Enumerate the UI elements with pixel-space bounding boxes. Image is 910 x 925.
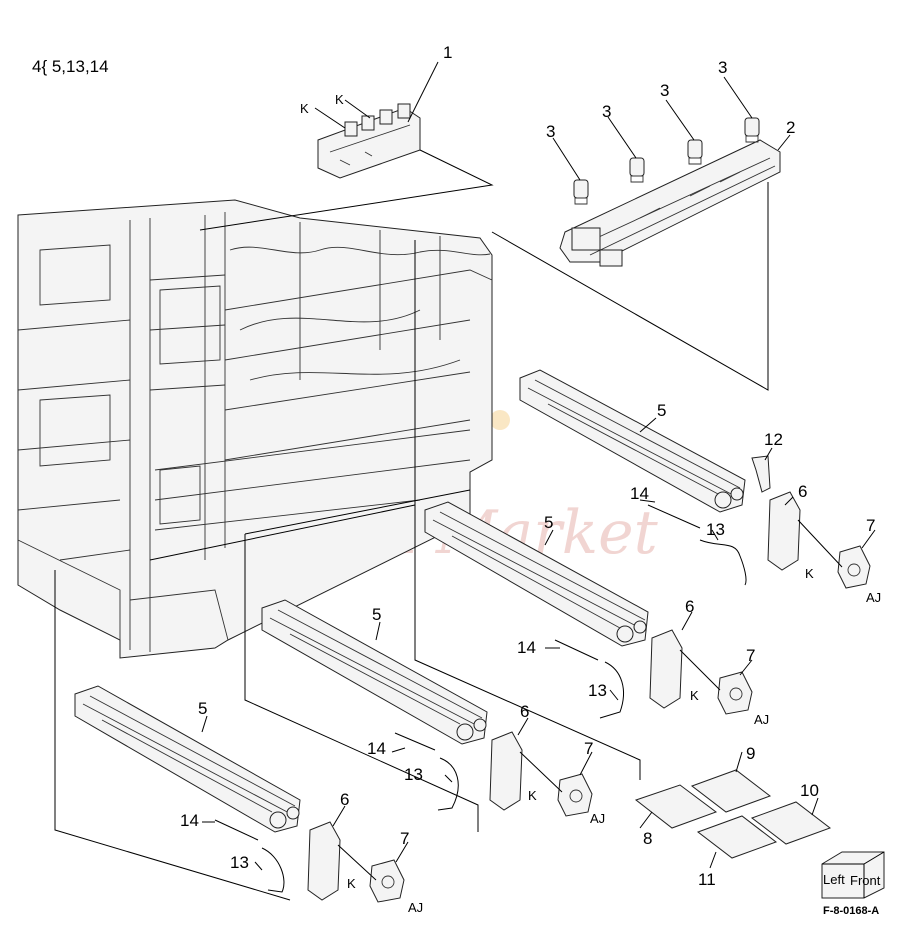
label-k: K (690, 688, 699, 703)
callout-labels: 1 2 3 3 3 3 5 5 5 5 6 6 6 6 7 7 7 7 8 9 … (180, 43, 881, 915)
header-note: 4{ 5,13,14 (32, 57, 109, 76)
callout-7: 7 (746, 646, 755, 665)
part-6-brackets (307, 491, 801, 901)
callout-9: 9 (746, 744, 755, 763)
coupling-3d (744, 117, 760, 143)
developer-unit-4 (74, 685, 301, 833)
callout-1: 1 (443, 43, 452, 62)
part-1-bracket (317, 103, 421, 179)
callout-6: 6 (340, 790, 349, 809)
callout-3: 3 (602, 102, 611, 121)
callout-6: 6 (685, 597, 694, 616)
callout-5: 5 (657, 401, 666, 420)
callout-10: 10 (800, 781, 819, 800)
label-k: K (528, 788, 537, 803)
callout-2: 2 (786, 118, 795, 137)
label-k: K (347, 876, 356, 891)
developer-unit-3 (261, 599, 488, 745)
callout-3: 3 (718, 58, 727, 77)
parts-8-11-packets (634, 769, 832, 859)
callout-5: 5 (198, 699, 207, 718)
callout-6: 6 (798, 482, 807, 501)
callout-6: 6 (520, 702, 529, 721)
part-7-end-caps (369, 545, 871, 903)
label-k: K (335, 92, 344, 107)
coupling-3c (687, 139, 703, 165)
label-aj: AJ (590, 811, 605, 826)
callout-8: 8 (643, 829, 652, 848)
label-k: K (805, 566, 814, 581)
main-frame-assembly (17, 199, 493, 659)
callout-7: 7 (866, 516, 875, 535)
label-aj: AJ (754, 712, 769, 727)
callout-5: 5 (372, 605, 381, 624)
coupling-3a (573, 179, 589, 205)
callout-12: 12 (764, 430, 783, 449)
label-k: K (300, 101, 309, 116)
part-2-rail (559, 139, 781, 267)
label-aj: AJ (408, 900, 423, 915)
orientation-cube: Left Front (821, 851, 885, 899)
leader-lines (54, 61, 876, 901)
callout-13: 13 (404, 765, 423, 784)
figure-id: F-8-0168-A (823, 905, 879, 917)
callout-13: 13 (706, 520, 725, 539)
orientation-left: Left (823, 872, 845, 887)
part-13-14-harnesses (214, 504, 747, 893)
callout-14: 14 (517, 638, 536, 657)
callout-14: 14 (367, 739, 386, 758)
orientation-front: Front (850, 873, 881, 888)
callout-13: 13 (588, 681, 607, 700)
callout-14: 14 (630, 484, 649, 503)
callout-7: 7 (400, 829, 409, 848)
callout-11: 11 (698, 870, 716, 889)
developer-unit-1 (519, 369, 746, 513)
part-12-clip (751, 455, 771, 493)
callout-5: 5 (544, 513, 553, 532)
callout-3: 3 (660, 81, 669, 100)
coupling-3b (629, 157, 645, 183)
label-aj: AJ (866, 590, 881, 605)
callout-7: 7 (584, 739, 593, 758)
callout-13: 13 (230, 853, 249, 872)
developer-unit-2 (424, 501, 649, 647)
callout-14: 14 (180, 811, 199, 830)
part-3-couplings (573, 117, 760, 205)
callout-3: 3 (546, 122, 555, 141)
